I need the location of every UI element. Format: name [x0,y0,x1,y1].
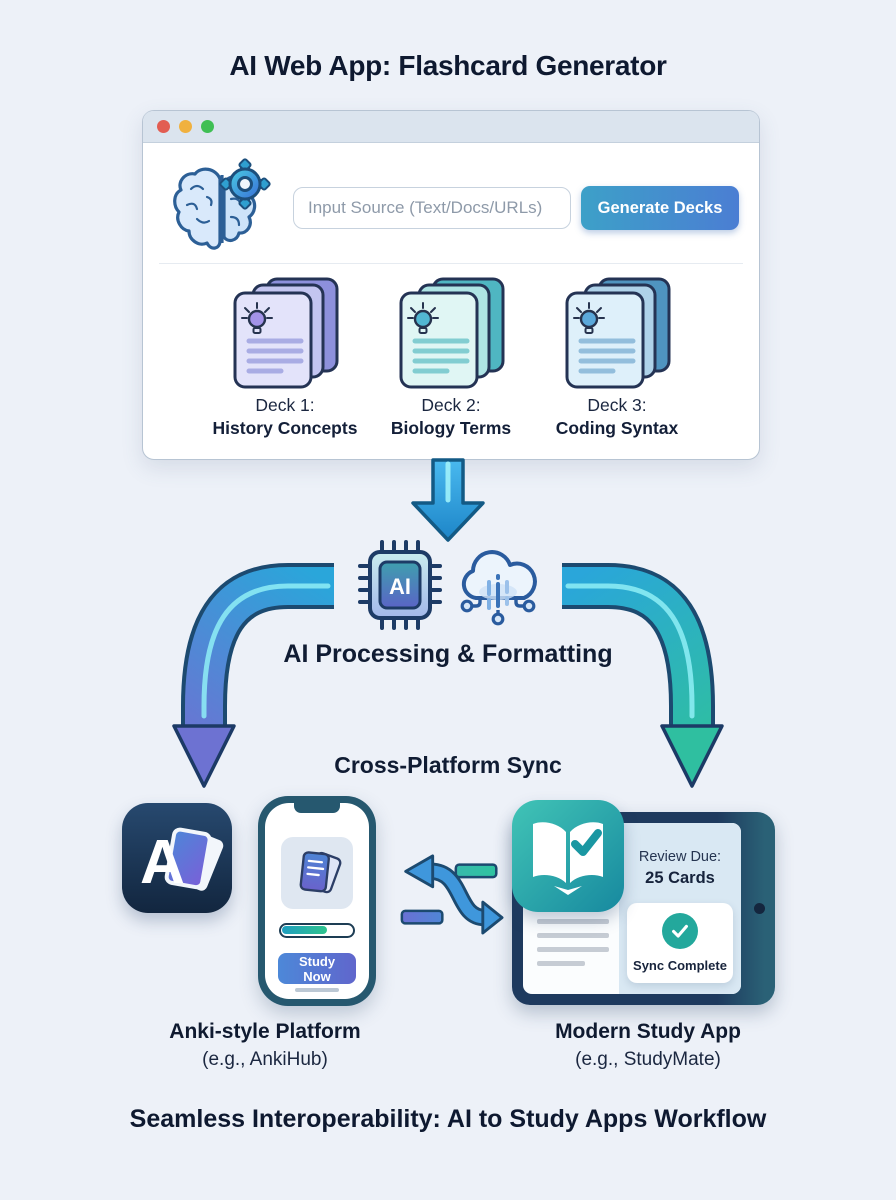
sync-complete-card: Sync Complete [627,903,733,983]
left-platform-label: Anki-style Platform (e.g., AnkiHub) [85,1020,445,1071]
close-window-icon[interactable] [157,120,170,133]
review-due-label: Review Due: [638,849,722,865]
curved-arrow-left-icon [168,556,338,796]
down-arrow-icon [403,458,493,543]
deck-row: Deck 1: History Concepts [143,277,759,439]
text-placeholder-line [537,919,609,924]
deck-subject: Coding Syntax [555,418,679,438]
review-due-value: 25 Cards [645,869,715,887]
sync-caption: Cross-Platform Sync [334,752,562,778]
study-now-button[interactable]: Study Now [278,953,356,984]
phone-notch-icon [294,803,340,813]
processing-caption: AI Processing & Formatting [283,640,613,668]
deck-subject: Biology Terms [390,418,512,438]
deck-subject: History Concepts [212,418,358,438]
text-placeholder-line [537,947,609,952]
phone-deck-panel [281,837,353,909]
cloud-computing-icon [452,540,544,632]
platform-name: Anki-style Platform [169,1020,361,1043]
browser-window: Generate Decks [142,110,760,460]
camera-icon [754,903,765,914]
review-panel: Review Due: 25 Cards Sync Complete [619,823,741,994]
flashcard-stack-icon [565,277,671,389]
text-placeholder-line [537,961,585,966]
anki-letter: A [140,828,185,897]
lightbulb-icon [241,302,273,334]
text-placeholder-line [537,933,609,938]
chip-label: AI [389,574,411,599]
progress-fill [282,926,327,934]
ai-brain-icon [173,157,273,261]
page-title: AI Web App: Flashcard Generator [229,50,667,81]
maximize-window-icon[interactable] [201,120,214,133]
curved-arrow-right-icon [558,556,728,796]
platform-name: Modern Study App [555,1020,741,1043]
deck-coding: Deck 3: Coding Syntax [542,277,692,439]
swap-sync-icon [398,848,504,939]
study-app-book-icon [512,800,624,912]
footer-caption: Seamless Interoperability: AI to Study A… [129,1105,767,1133]
platform-example: (e.g., StudyMate) [575,1049,721,1070]
deck-biology: Deck 2: Biology Terms [376,277,526,439]
right-platform-label: Modern Study App (e.g., StudyMate) [468,1020,828,1071]
deck-history: Deck 1: History Concepts [210,277,360,439]
check-icon [662,913,698,949]
anki-app-icon: A [122,803,232,913]
ai-chip-icon: AI [358,540,442,630]
lightbulb-icon [407,302,439,334]
lightbulb-icon [573,302,605,334]
minimize-window-icon[interactable] [179,120,192,133]
generate-decks-button[interactable]: Generate Decks [581,186,739,230]
home-indicator [295,988,339,992]
source-input[interactable] [293,187,571,229]
flashcard-stack-icon [399,277,505,389]
flashcards-icon [299,851,342,894]
progress-bar [279,923,355,938]
deck-title: Deck 3: [587,395,647,415]
window-titlebar [143,111,759,143]
platform-example: (e.g., AnkiHub) [202,1049,328,1070]
sync-status-label: Sync Complete [633,958,727,973]
deck-title: Deck 1: [255,395,315,415]
phone-screen: Study Now [265,803,369,999]
divider [159,263,743,264]
deck-title: Deck 2: [421,395,481,415]
phone-mockup: Study Now [258,796,376,1006]
flashcard-stack-icon [233,277,339,389]
